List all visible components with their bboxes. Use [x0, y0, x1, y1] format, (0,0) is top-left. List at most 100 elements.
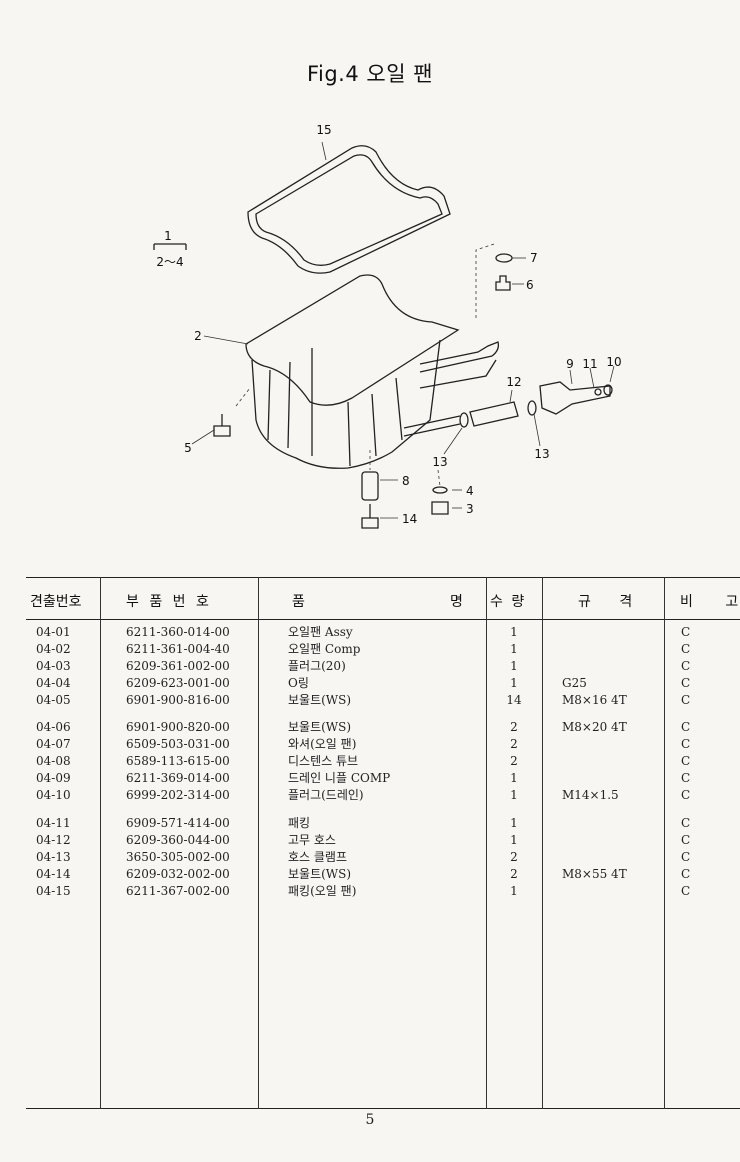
cell-qty: 1	[510, 642, 518, 656]
column-divider	[258, 577, 259, 1109]
cell-part-no: 6509-503-031-00	[126, 737, 230, 751]
cell-note: C	[681, 625, 691, 639]
cell-qty: 1	[510, 884, 518, 898]
header-note: 비 고	[680, 594, 738, 610]
table-bottom-rule	[26, 1108, 740, 1109]
cell-qty: 1	[510, 625, 518, 639]
cell-name: O링	[288, 676, 309, 690]
table-top-rule	[26, 577, 740, 578]
header-qty: 수 량	[490, 594, 527, 610]
cell-spec: M8×20 4T	[562, 720, 627, 734]
cell-id: 04-02	[36, 642, 71, 656]
cell-id: 04-11	[36, 816, 71, 830]
callout-14: 14	[402, 512, 417, 526]
cell-qty: 1	[510, 676, 518, 690]
callout-5: 5	[184, 441, 192, 455]
cell-note: C	[681, 884, 691, 898]
rubber-hose	[469, 401, 519, 427]
cell-spec: M8×55 4T	[562, 867, 627, 881]
header-name-left: 품	[292, 594, 305, 610]
distance-tube	[361, 471, 379, 501]
cell-qty: 1	[510, 788, 518, 802]
cell-part-no: 6901-900-816-00	[126, 693, 230, 707]
cell-id: 04-14	[36, 867, 71, 881]
cell-name: 오일팬 Comp	[288, 642, 361, 656]
callout-1-range: 2～4	[156, 255, 183, 269]
cell-note: C	[681, 659, 691, 673]
cell-spec: M8×16 4T	[562, 693, 627, 707]
cell-id: 04-04	[36, 676, 71, 690]
cell-part-no: 6909-571-414-00	[126, 816, 230, 830]
cell-id: 04-03	[36, 659, 71, 673]
cell-name: 와셔(오일 팬)	[288, 737, 357, 751]
column-divider	[100, 577, 101, 1109]
callout-4: 4	[466, 484, 474, 498]
cell-id: 04-13	[36, 850, 71, 864]
oil-pan-rim	[245, 274, 460, 406]
cell-id: 04-09	[36, 771, 71, 785]
cell-qty: 1	[510, 816, 518, 830]
cell-part-no: 6589-113-615-00	[126, 754, 230, 768]
cell-id: 04-01	[36, 625, 71, 639]
cell-name: 패킹	[288, 816, 311, 830]
cell-name: 디스텐스 튜브	[288, 754, 359, 768]
callout-6: 6	[526, 278, 534, 292]
washer	[495, 253, 513, 263]
cell-part-no: 6211-360-014-00	[126, 625, 230, 639]
cell-note: C	[681, 771, 691, 785]
column-divider	[664, 577, 665, 1109]
callout-10: 10	[606, 355, 621, 369]
cell-name: 드레인 니플 COMP	[288, 771, 391, 785]
bolt-6	[495, 275, 511, 291]
callout-13-right: 13	[534, 447, 549, 461]
cell-id: 04-08	[36, 754, 71, 768]
header-spec: 규 격	[578, 594, 645, 610]
cell-part-no: 6209-360-044-00	[126, 833, 230, 847]
callout-3: 3	[466, 502, 474, 516]
cell-qty: 14	[506, 693, 522, 707]
gasket-outline	[247, 145, 451, 274]
cell-note: C	[681, 816, 691, 830]
header-name-right: 명	[450, 594, 463, 610]
gasket-inner	[255, 154, 443, 266]
cell-note: C	[681, 754, 691, 768]
drain-nipple	[539, 381, 611, 415]
cell-id: 04-06	[36, 720, 71, 734]
cell-part-no: 3650-305-002-00	[126, 850, 230, 864]
cell-part-no: 6209-623-001-00	[126, 676, 230, 690]
cell-note: C	[681, 788, 691, 802]
cell-name: 보울트(WS)	[288, 867, 352, 881]
figure-title: Fig.4 오일 팬	[306, 62, 434, 86]
parts-table: 견출번호 부 품 번 호 품 명 수 량 규 격 비 고 04-016211-3…	[26, 577, 740, 1109]
callout-9: 9	[566, 357, 574, 371]
header-id: 견출번호	[30, 594, 82, 610]
cell-note: C	[681, 676, 691, 690]
callout-15: 15	[316, 123, 331, 137]
cell-part-no: 6211-361-004-40	[126, 642, 230, 656]
cell-name: 고무 호스	[288, 833, 336, 847]
column-divider	[542, 577, 543, 1109]
callout-11: 11	[582, 357, 597, 371]
cell-name: 패킹(오일 팬)	[288, 884, 357, 898]
cell-qty: 1	[510, 659, 518, 673]
column-divider	[486, 577, 487, 1109]
oil-pan-body	[251, 339, 441, 469]
exploded-parts-diagram: 1 2～4 15 2 5 7 6 9 11 10 12 13 13 8 4 3 …	[153, 123, 622, 529]
cell-note: C	[681, 693, 691, 707]
callout-12: 12	[506, 375, 521, 389]
cell-note: C	[681, 720, 691, 734]
drain-plug	[431, 501, 449, 515]
table-header-rule	[26, 619, 740, 620]
cell-note: C	[681, 867, 691, 881]
callout-8: 8	[402, 474, 410, 488]
cell-note: C	[681, 642, 691, 656]
cell-part-no: 6211-369-014-00	[126, 771, 230, 785]
page-number: 5	[365, 1112, 375, 1128]
cell-qty: 2	[510, 737, 518, 751]
cell-spec: G25	[562, 676, 587, 690]
cell-qty: 1	[510, 833, 518, 847]
cell-part-no: 6209-361-002-00	[126, 659, 230, 673]
cell-name: 보울트(WS)	[288, 720, 352, 734]
callout-2: 2	[194, 329, 202, 343]
callout-7: 7	[530, 251, 538, 265]
